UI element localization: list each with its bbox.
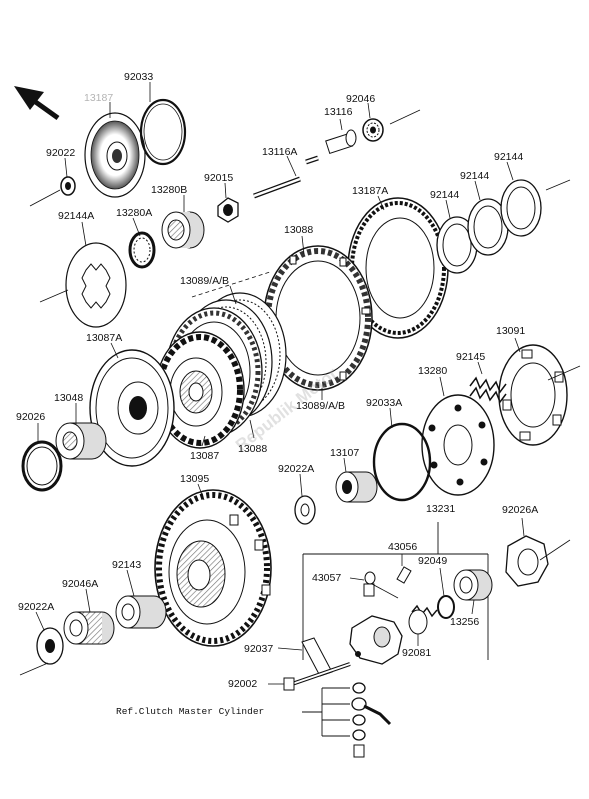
part-92046-bearing <box>362 118 384 142</box>
label-92033[interactable]: 92033 <box>124 71 154 83</box>
label-92002[interactable]: 92002 <box>228 678 258 690</box>
part-92049-seal <box>437 595 455 619</box>
part-92143-collar <box>115 595 167 629</box>
label-13187[interactable]: 13187 <box>84 92 114 104</box>
part-13048-sleeve <box>55 422 107 460</box>
part-13116-pushrod <box>325 129 357 154</box>
label-13089AB-mid[interactable]: 13089/A/B <box>296 400 346 412</box>
part-92026A-gasket <box>505 535 549 587</box>
label-43057[interactable]: 43057 <box>312 572 342 584</box>
label-13280B[interactable]: 13280B <box>151 184 188 196</box>
label-92144-left[interactable]: 92144 <box>430 189 460 201</box>
label-13231[interactable]: 13231 <box>426 503 456 515</box>
label-92145[interactable]: 92145 <box>456 351 486 363</box>
label-13116[interactable]: 13116 <box>324 106 353 118</box>
part-92145-spring <box>469 376 507 404</box>
label-13256[interactable]: 13256 <box>450 616 480 628</box>
label-13095[interactable]: 13095 <box>180 473 210 485</box>
leader-lines <box>35 82 525 685</box>
part-13087-clutch-hub <box>155 331 245 449</box>
part-13280B-collar <box>161 211 205 249</box>
reference-note-master-cylinder[interactable]: Ref.Clutch Master Cylinder <box>116 706 265 717</box>
label-92144-mid[interactable]: 92144 <box>460 170 490 182</box>
label-13087A[interactable]: 13087A <box>86 332 123 344</box>
part-13095-clutch-housing <box>154 489 272 647</box>
part-13256-piston <box>453 569 493 601</box>
label-92046[interactable]: 92046 <box>346 93 376 105</box>
label-92022A-bottom[interactable]: 92022A <box>18 601 55 613</box>
label-13280A[interactable]: 13280A <box>116 207 153 219</box>
part-92022A-washer <box>294 495 316 525</box>
label-13088-bottom[interactable]: 13088 <box>238 443 268 455</box>
label-92033A[interactable]: 92033A <box>366 397 403 409</box>
part-92033-circlip <box>139 98 187 166</box>
label-13089AB-top[interactable]: 13089/A/B <box>180 275 230 287</box>
part-92081-spring <box>408 604 438 635</box>
label-92037[interactable]: 92037 <box>244 643 274 655</box>
label-92026A[interactable]: 92026A <box>502 504 539 516</box>
label-92015[interactable]: 92015 <box>204 172 234 184</box>
label-13091[interactable]: 13091 <box>496 325 526 337</box>
label-13088-top[interactable]: 13088 <box>284 224 314 236</box>
label-13187A[interactable]: 13187A <box>352 185 389 197</box>
part-13187-plate <box>84 112 146 198</box>
label-92046A[interactable]: 92046A <box>62 578 99 590</box>
part-92144-shims <box>436 179 542 274</box>
part-92033A-circlip <box>372 422 432 502</box>
part-13231-slave-cylinder-group <box>302 522 489 665</box>
part-13107-collar <box>335 471 378 503</box>
part-92046A-needle-bearing <box>63 611 115 645</box>
label-43056[interactable]: 43056 <box>388 541 418 553</box>
reference-bracket <box>302 687 350 737</box>
brake-hose-banjo <box>351 682 392 758</box>
part-43056-bleeder <box>396 566 412 584</box>
label-92143[interactable]: 92143 <box>112 559 142 571</box>
part-92144A-splined-plate <box>65 242 127 328</box>
part-13280-lifter-plate <box>421 394 495 496</box>
part-92015-nut <box>217 197 239 223</box>
part-13280A-ring <box>128 231 156 269</box>
label-92026[interactable]: 92026 <box>16 411 46 423</box>
assembly-axis-lines <box>19 109 581 676</box>
label-92022A-mid[interactable]: 92022A <box>278 463 315 475</box>
part-13087A-pressure-plate <box>89 349 175 467</box>
label-92144A[interactable]: 92144A <box>58 210 95 222</box>
label-13280[interactable]: 13280 <box>418 365 448 377</box>
label-13048[interactable]: 13048 <box>54 392 84 404</box>
part-92026-ring <box>21 440 63 492</box>
label-13107[interactable]: 13107 <box>330 447 360 459</box>
part-13091-spring-holder <box>498 344 568 446</box>
label-92022[interactable]: 92022 <box>46 147 76 159</box>
part-13187A-friction-plate <box>347 197 449 339</box>
label-13087[interactable]: 13087 <box>190 450 220 462</box>
label-92049[interactable]: 92049 <box>418 555 448 567</box>
part-43057-cap <box>363 571 376 597</box>
label-92081[interactable]: 92081 <box>402 647 432 659</box>
label-92144-right[interactable]: 92144 <box>494 151 524 163</box>
part-13088-friction-plate <box>263 245 373 391</box>
part-13116A-rod <box>253 155 319 199</box>
label-13116A[interactable]: 13116A <box>262 146 298 158</box>
part-92022-washer <box>60 176 76 196</box>
part-92022A-washer-lower <box>36 627 64 665</box>
front-direction-arrow-icon <box>14 86 60 121</box>
